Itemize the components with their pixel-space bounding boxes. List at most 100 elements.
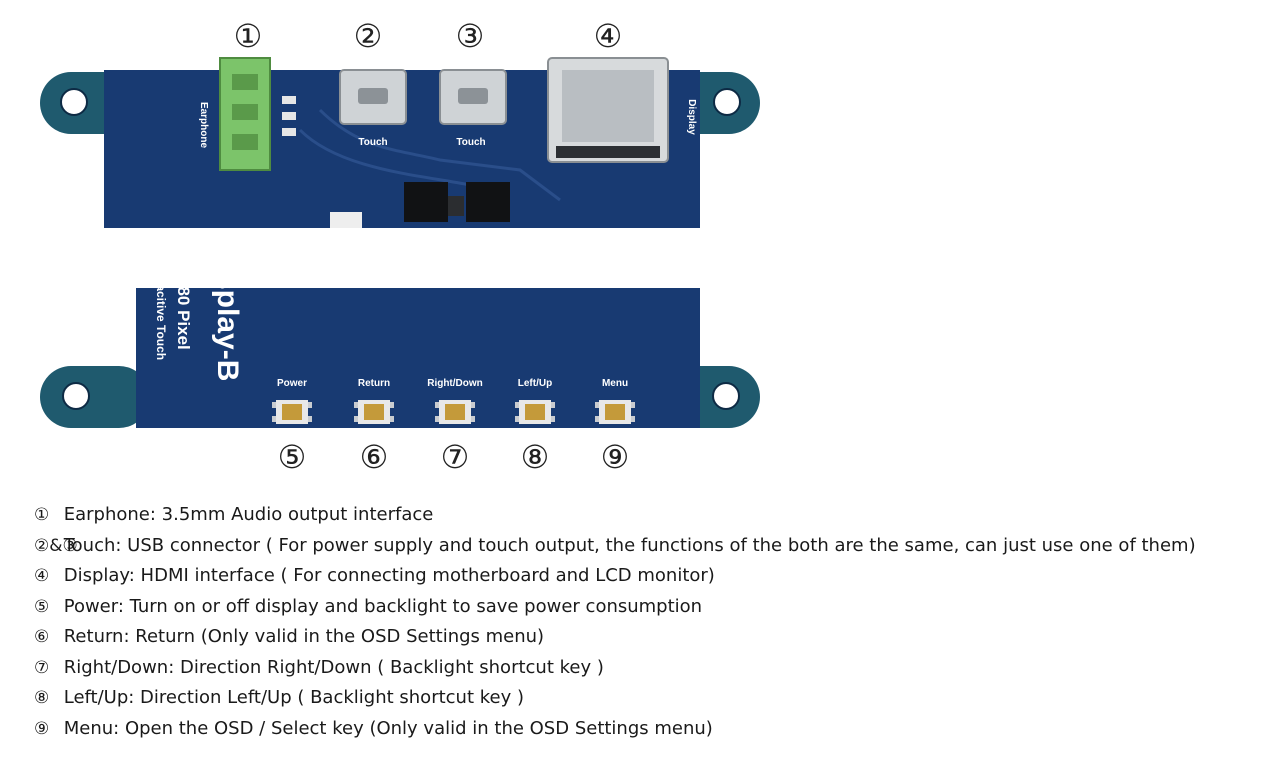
legend-item-number: ⑨	[34, 718, 50, 739]
button-pin	[308, 416, 312, 422]
earphone-connector-slot	[232, 104, 258, 120]
button-pin	[390, 416, 394, 422]
ic-chip	[466, 182, 510, 222]
button-pin	[631, 416, 635, 422]
button-pin	[390, 402, 394, 408]
board-touch-silk: pacitive Touch	[154, 277, 168, 361]
legend-item: ⑨ Menu: Open the OSD / Select key (Only …	[34, 714, 1274, 745]
legend-item-number: ⑦	[34, 657, 50, 678]
bottom-board-left-ear	[40, 366, 150, 428]
earphone-connector-slot	[232, 74, 258, 90]
top-right-mount-hole	[713, 88, 741, 116]
white-component	[330, 212, 362, 228]
ic-chip-small	[448, 196, 464, 216]
callout-2: ②	[353, 17, 383, 55]
tactile-button	[515, 400, 555, 424]
callout-9: ⑨	[600, 438, 630, 476]
legend-item-text: Earphone: 3.5mm Audio output interface	[63, 504, 434, 525]
legend-item: ②&③ Touch: USB connector ( For power sup…	[34, 531, 1274, 562]
button-cap	[525, 404, 545, 420]
button-cap	[282, 404, 302, 420]
callout-1: ①	[233, 17, 263, 55]
button-pin	[435, 416, 439, 422]
button-pin	[354, 402, 358, 408]
legend-item-text: Power: Turn on or off display and backli…	[63, 595, 703, 617]
button-pin	[595, 402, 599, 408]
bottom-left-mount-hole	[62, 382, 90, 410]
callout-5: ⑤	[277, 438, 307, 476]
tactile-button	[354, 400, 394, 424]
top-left-mount-hole	[60, 88, 88, 116]
touch-right-silk-label: Touch	[456, 137, 486, 148]
button-pin	[471, 416, 475, 422]
legend-item: ① Earphone: 3.5mm Audio output interface	[34, 500, 1274, 531]
button-cap	[605, 404, 625, 420]
legend-item-text: Left/Up: Direction Left/Up ( Backlight s…	[63, 687, 524, 708]
display-silk-label: Display	[686, 99, 697, 135]
legend-item: ④ Display: HDMI interface ( For connecti…	[34, 561, 1274, 592]
button-pin	[354, 416, 358, 422]
callout-8: ⑧	[520, 438, 550, 476]
button-label-right-down: Right/Down	[427, 378, 483, 389]
button-pin	[272, 416, 276, 422]
touch-left-silk-label: Touch	[358, 137, 388, 148]
button-pin	[631, 402, 635, 408]
legend-item: ⑥ Return: Return (Only valid in the OSD …	[34, 622, 1274, 653]
callout-7: ⑦	[440, 438, 470, 476]
button-pin	[515, 402, 519, 408]
legend-item: ⑦ Right/Down: Direction Right/Down ( Bac…	[34, 653, 1274, 684]
callout-6: ⑥	[359, 438, 389, 476]
button-pin	[515, 416, 519, 422]
smd-component	[282, 112, 296, 120]
legend-item: ⑤ Power: Turn on or off display and back…	[34, 592, 1274, 623]
board-resolution-silk: 480 Pixel	[174, 277, 193, 350]
button-label-left-up: Left/Up	[517, 378, 553, 389]
legend-item-number: ②&③	[34, 535, 78, 556]
legend-item-text: Display: HDMI interface ( For connecting…	[63, 565, 715, 586]
tactile-button	[595, 400, 635, 424]
touch-usb-connector-left-port	[358, 88, 388, 104]
button-pin	[595, 416, 599, 422]
button-cap	[445, 404, 465, 420]
legend-item: ⑧ Left/Up: Direction Left/Up ( Backlight…	[34, 683, 1274, 714]
ic-chip	[404, 182, 448, 222]
bottom-right-mount-hole	[712, 382, 740, 410]
earphone-connector-slot	[232, 134, 258, 150]
button-label-power: Power	[276, 378, 307, 389]
button-pin	[551, 402, 555, 408]
button-label-return: Return	[357, 378, 391, 389]
pcb-trace	[298, 128, 471, 187]
hdmi-connector-base	[556, 146, 660, 158]
board-title-silk: splay-B	[211, 273, 244, 382]
smd-component	[282, 96, 296, 104]
button-pin	[308, 402, 312, 408]
button-cap	[364, 404, 384, 420]
button-pin	[435, 402, 439, 408]
callout-4: ④	[593, 17, 623, 55]
tactile-buttons	[272, 400, 635, 424]
pcb-trace	[318, 108, 561, 202]
legend-list: ① Earphone: 3.5mm Audio output interface…	[34, 500, 1274, 744]
legend-item-number: ⑥	[34, 627, 50, 647]
legend-item-text: Right/Down: Direction Right/Down ( Backl…	[63, 656, 604, 678]
legend-item-number: ⑧	[34, 688, 50, 708]
top-board	[40, 57, 760, 228]
legend-item-number: ④	[34, 566, 50, 586]
legend-item-text: Touch: USB connector ( For power supply …	[63, 534, 1196, 556]
callout-3: ③	[455, 17, 485, 55]
earphone-silk-label: Earphone	[198, 101, 209, 149]
legend-item-text: Menu: Open the OSD / Select key (Only va…	[63, 717, 713, 739]
button-pin	[551, 416, 555, 422]
tactile-button	[435, 400, 475, 424]
touch-usb-connector-right-port	[458, 88, 488, 104]
tactile-button	[272, 400, 312, 424]
legend-item-number: ①	[34, 505, 50, 525]
smd-component	[282, 128, 296, 136]
button-pin	[471, 402, 475, 408]
legend-item-text: Return: Return (Only valid in the OSD Se…	[63, 626, 545, 647]
hdmi-connector-inner	[562, 70, 654, 142]
button-label-menu: Menu	[601, 378, 629, 389]
button-pin	[272, 402, 276, 408]
